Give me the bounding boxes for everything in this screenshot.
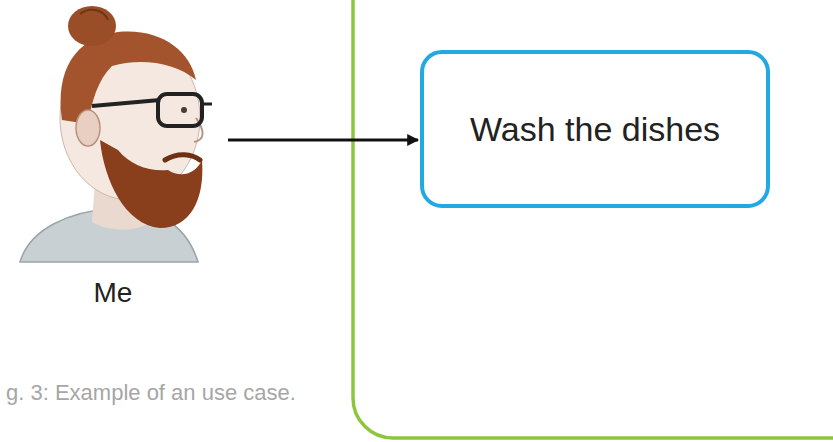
use-case-box: Wash the dishes: [420, 50, 770, 208]
actor: Me: [0, 0, 226, 318]
figure-caption: g. 3: Example of an use case.: [3, 380, 299, 406]
association-arrow: [228, 139, 418, 142]
glasses-arm: [92, 100, 160, 106]
hair-bun: [68, 6, 116, 46]
moustache: [165, 155, 200, 160]
actor-illustration: [0, 0, 240, 280]
actor-label: Me: [0, 276, 226, 310]
system-boundary-rect: [353, 0, 833, 438]
use-case-label: Wash the dishes: [470, 109, 720, 150]
hair: [61, 32, 196, 124]
bun-strand: [80, 10, 108, 20]
glasses-bridge: [202, 103, 212, 106]
ear: [76, 110, 100, 146]
glasses-lens: [158, 94, 202, 126]
eye: [181, 107, 187, 113]
beard: [100, 140, 202, 228]
